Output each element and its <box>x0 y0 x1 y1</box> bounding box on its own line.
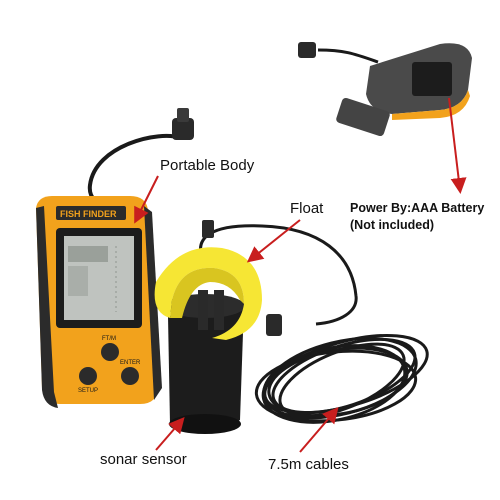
float-ring <box>154 247 262 340</box>
inset-connector <box>298 42 316 58</box>
button-enter-label: ENTER <box>120 360 141 366</box>
brand-text: FISH FINDER <box>60 209 117 219</box>
battery-cover <box>336 97 390 137</box>
inset-battery-slot <box>412 62 452 96</box>
button-setup-label: SETUP <box>78 388 98 394</box>
portable-body-label: Portable Body <box>160 157 255 174</box>
fish-finder-body: FISH FINDER FT/M SETUP ENTER <box>36 196 162 408</box>
cables-label: 7.5m cables <box>268 456 349 473</box>
battery-inset <box>298 42 472 137</box>
cable-connector <box>172 108 194 140</box>
button-setup: SETUP <box>78 367 98 394</box>
float-label: Float <box>290 200 324 217</box>
coiled-cables <box>254 333 429 424</box>
power-label: Power By:AAA Battery (Not included) <box>350 200 484 234</box>
inset-cable <box>317 48 379 64</box>
body-arrow <box>134 175 159 224</box>
power-label-line1: Power By:AAA Battery <box>350 201 485 215</box>
cable-clip <box>202 220 214 238</box>
sonar-sensor-label: sonar sensor <box>100 451 187 468</box>
cable-arrow <box>299 406 339 453</box>
button-ftm: FT/M <box>101 336 119 361</box>
button-ftm-label: FT/M <box>102 336 116 342</box>
power-arrow <box>448 97 467 194</box>
button-enter: ENTER <box>120 360 141 385</box>
power-label-line2: (Not included) <box>350 218 435 232</box>
brand-plate <box>56 206 126 220</box>
cable-end-plug <box>266 314 282 336</box>
float-arrow <box>246 219 301 263</box>
sonar-arrow <box>155 416 185 451</box>
